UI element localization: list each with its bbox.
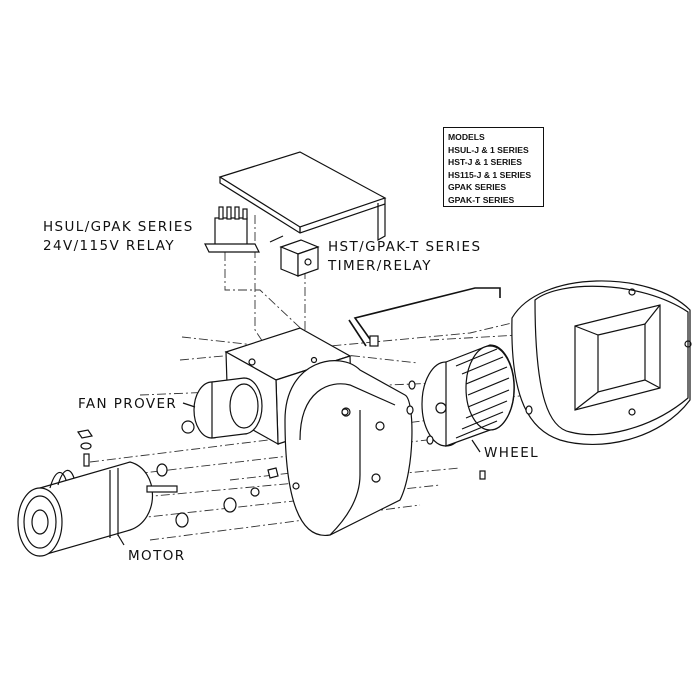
relay-label: HSUL/GPAK SERIES 24V/115V RELAY — [43, 218, 194, 256]
models-heading: MODELS — [448, 132, 485, 142]
housing-half — [284, 360, 413, 536]
fan-prover-label: FAN PROVER — [78, 396, 178, 412]
blower-wheel — [421, 344, 515, 447]
blower-scroll-housing — [511, 280, 692, 446]
motor-label: MOTOR — [128, 548, 186, 564]
timer-relay-label-line-1: HST/GPAK-T SERIES — [328, 239, 482, 255]
leader-lines — [117, 402, 481, 546]
wheel-label: WHEEL — [484, 445, 540, 461]
models-item: GPAK SERIES — [448, 182, 507, 192]
models-box: MODELS HSUL-J & 1 SERIES HST-J & 1 SERIE… — [443, 127, 544, 207]
motor — [17, 461, 178, 557]
relay-label-line-2: 24V/115V RELAY — [43, 238, 176, 254]
hardware — [77, 380, 533, 528]
models-item: HST-J & 1 SERIES — [448, 157, 523, 167]
pressure-tube — [348, 287, 501, 347]
models-item: HS115-J & 1 SERIES — [448, 169, 532, 180]
relay-24v-115v — [204, 206, 260, 253]
relay-cover — [218, 151, 387, 242]
models-item: GPAK-T SERIES — [448, 194, 515, 205]
relay-label-line-1: HSUL/GPAK SERIES — [43, 219, 194, 235]
timer-relay — [269, 235, 320, 277]
models-item: HSUL-J & 1 SERIES — [448, 144, 529, 155]
timer-relay-label: HST/GPAK-T SERIES TIMER/RELAY — [328, 238, 481, 276]
timer-relay-label-line-2: TIMER/RELAY — [328, 258, 432, 274]
fan-prover — [181, 377, 263, 439]
